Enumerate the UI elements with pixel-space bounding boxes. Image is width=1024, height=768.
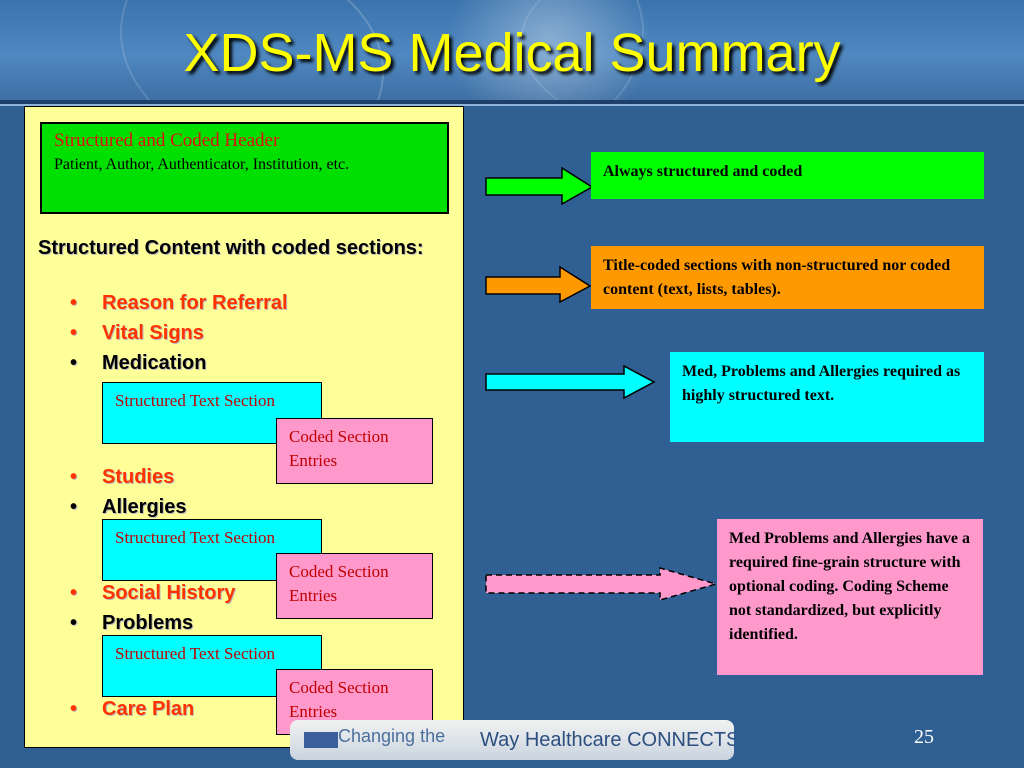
header-globe-line	[520, 0, 1024, 100]
bullet-icon: •	[70, 612, 78, 634]
section-label: Social History	[102, 582, 236, 604]
footer-banner: Changing the Way Healthcare CONNECTS	[290, 720, 734, 760]
callout-highly-structured: Med, Problems and Allergies required as …	[670, 352, 984, 442]
section-label: Medication	[102, 352, 207, 374]
slide-title: XDS-MS Medical Summary	[183, 23, 841, 83]
arrow-right-icon	[485, 265, 592, 304]
bullet-icon: •	[70, 582, 78, 604]
bullet-icon: •	[70, 496, 78, 518]
arrow-right-dashed-icon	[485, 567, 719, 601]
coded-section-entries-box: Coded Section Entries	[276, 418, 433, 484]
header-divider-highlight	[0, 104, 1024, 106]
footer-logo	[304, 732, 338, 748]
slide-header	[0, 0, 1024, 100]
page-number: 25	[914, 726, 934, 748]
callout-fine-grain-structure: Med Problems and Allergies have a requir…	[717, 519, 983, 675]
header-box-title: Structured and Coded Header	[54, 130, 280, 151]
callout-always-structured: Always structured and coded	[591, 152, 984, 199]
footer-partial-text: Changing the	[338, 726, 446, 746]
bullet-icon: •	[70, 322, 78, 344]
arrow-right-icon	[485, 364, 656, 400]
header-box-subtitle: Patient, Author, Authenticator, Institut…	[54, 156, 350, 173]
structured-content-heading: Structured Content with coded sections:	[38, 237, 424, 259]
section-label: Reason for Referral	[102, 292, 288, 314]
header-divider	[0, 100, 1024, 104]
bullet-icon: •	[70, 466, 78, 488]
section-label: Vital Signs	[102, 322, 204, 344]
bullet-icon: •	[70, 352, 78, 374]
structured-coded-header-box: Structured and Coded Header Patient, Aut…	[40, 122, 449, 214]
section-label: Problems	[102, 612, 194, 634]
coded-section-entries-box: Coded Section Entries	[276, 553, 433, 619]
section-label: Care Plan	[102, 698, 195, 720]
header-glow	[430, 0, 670, 100]
footer-tagline: Way Healthcare CONNECTS	[480, 729, 734, 751]
bullet-icon: •	[70, 698, 78, 720]
callout-title-coded-sections: Title-coded sections with non-structured…	[591, 246, 984, 309]
arrow-right-icon	[485, 166, 594, 206]
section-label: Allergies	[102, 496, 187, 518]
section-label: Studies	[102, 466, 175, 488]
bullet-icon: •	[70, 292, 78, 314]
